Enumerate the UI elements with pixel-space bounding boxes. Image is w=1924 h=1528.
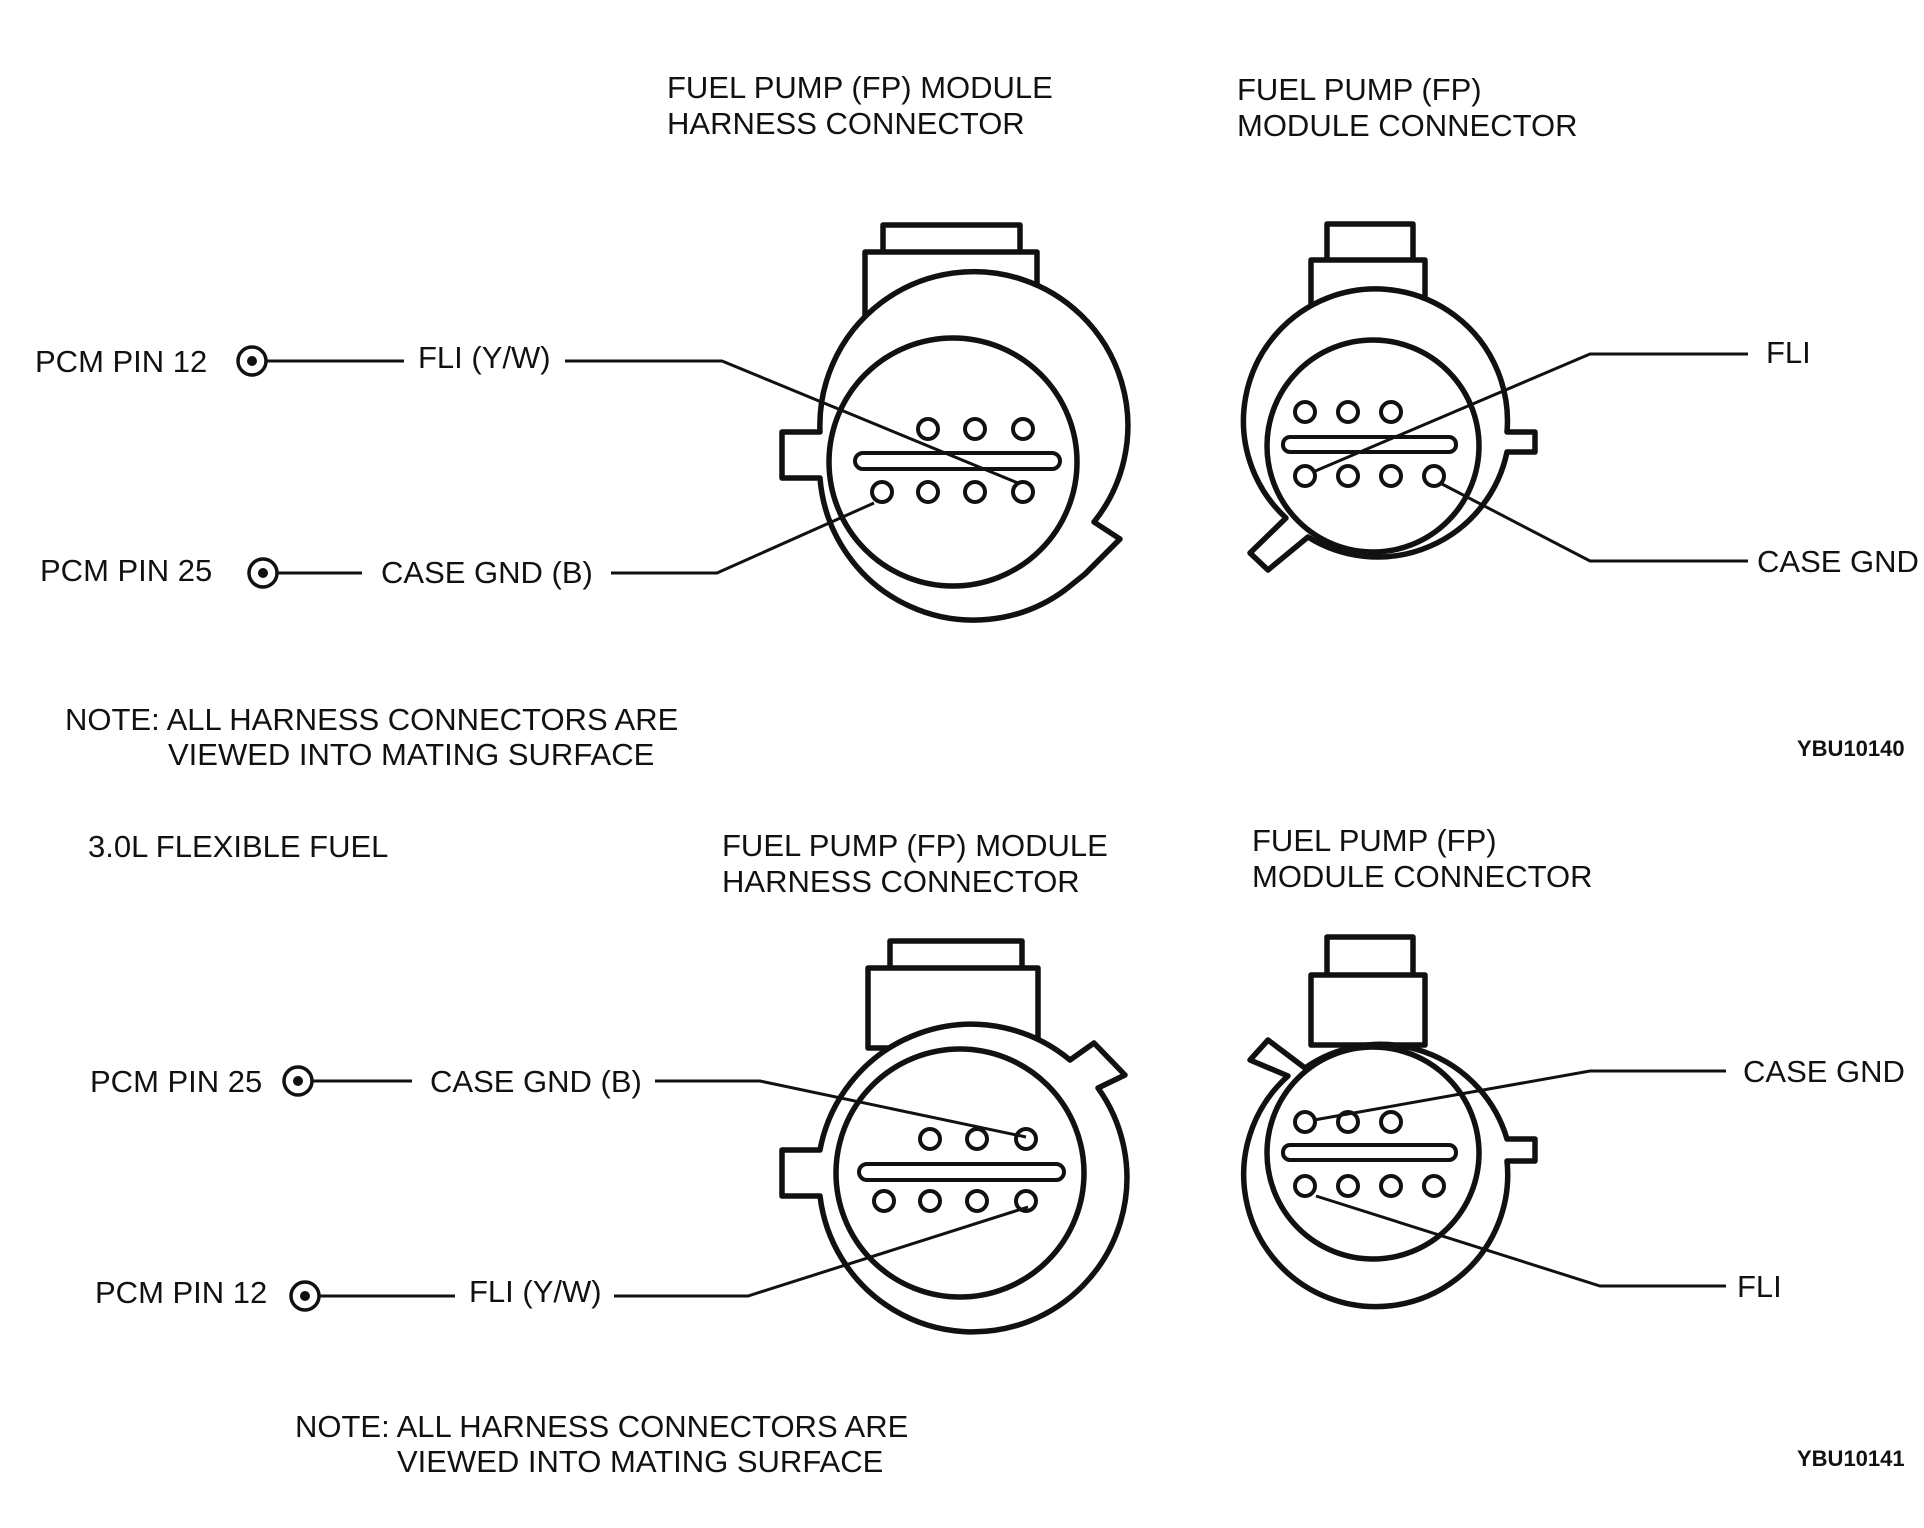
pin bbox=[963, 417, 987, 441]
panel-1-module-upper: FLI bbox=[1766, 335, 1811, 370]
pin bbox=[1011, 417, 1035, 441]
panel-1-wire-lower: CASE GND (B) bbox=[381, 555, 593, 590]
panel-2-note-line-2: VIEWED INTO MATING SURFACE bbox=[397, 1444, 883, 1479]
pin bbox=[918, 1127, 942, 1151]
pcm-terminal-center bbox=[300, 1291, 310, 1301]
panel-1-module-lower: CASE GND bbox=[1757, 544, 1919, 579]
connector-key-bar bbox=[1281, 1143, 1458, 1162]
panel-1-pcm-upper: PCM PIN 12 bbox=[35, 344, 207, 379]
pin bbox=[1336, 1110, 1360, 1134]
pin bbox=[1014, 1127, 1038, 1151]
pcm-terminal-center bbox=[293, 1076, 303, 1086]
pin bbox=[918, 1189, 942, 1213]
panel-1-harness-title-line-1: FUEL PUMP (FP) MODULE bbox=[667, 70, 1053, 105]
panel-2-module-connector bbox=[1240, 934, 1538, 1310]
panel-2-module-title-line-1: FUEL PUMP (FP) bbox=[1252, 823, 1497, 858]
connector-pins bbox=[1293, 400, 1446, 488]
panel-2-harness-title-line-2: HARNESS CONNECTOR bbox=[722, 864, 1080, 899]
pin bbox=[1293, 1110, 1317, 1134]
panel-2-module-upper: CASE GND bbox=[1743, 1054, 1905, 1089]
connector-pins bbox=[870, 417, 1035, 504]
panel-2: 3.0L FLEXIBLE FUEL FUEL PUMP (FP) MODULE… bbox=[88, 823, 1905, 1479]
panel-2-note-line-1: NOTE: ALL HARNESS CONNECTORS ARE bbox=[295, 1409, 908, 1444]
panel-1-note-line-2: VIEWED INTO MATING SURFACE bbox=[168, 737, 654, 772]
panel-1-harness-connector bbox=[779, 222, 1131, 623]
pin bbox=[1379, 464, 1403, 488]
leader-line bbox=[614, 1205, 1029, 1298]
panel-1-wire-upper: FLI (Y/W) bbox=[418, 340, 551, 375]
panel-2-harness-connector bbox=[779, 938, 1130, 1335]
panel-2-wire-upper: CASE GND (B) bbox=[430, 1064, 642, 1099]
pin bbox=[916, 417, 940, 441]
pin bbox=[1336, 464, 1360, 488]
pin bbox=[916, 480, 940, 504]
pin bbox=[965, 1189, 989, 1213]
leader-line bbox=[1312, 352, 1748, 474]
pin bbox=[1379, 1110, 1403, 1134]
pcm-terminal-center bbox=[258, 568, 268, 578]
leader-line bbox=[1441, 482, 1748, 563]
panel-1-pcm-lower: PCM PIN 25 bbox=[40, 553, 212, 588]
panel-2-pcm-upper: PCM PIN 25 bbox=[90, 1064, 262, 1099]
connector-pins bbox=[1293, 1110, 1446, 1198]
panel-2-module-lower: FLI bbox=[1737, 1269, 1782, 1304]
leader-line bbox=[611, 501, 875, 575]
pcm-terminal-center bbox=[247, 356, 257, 366]
panel-2-figure-code: YBU10141 bbox=[1797, 1446, 1905, 1471]
pin bbox=[872, 1189, 896, 1213]
pin bbox=[965, 1127, 989, 1151]
panel-1: FUEL PUMP (FP) MODULE HARNESS CONNECTOR … bbox=[35, 70, 1919, 772]
panel-2-section-title: 3.0L FLEXIBLE FUEL bbox=[88, 829, 388, 864]
pin bbox=[1336, 400, 1360, 424]
pin bbox=[1293, 464, 1317, 488]
pin bbox=[1422, 1174, 1446, 1198]
connector-key-bar bbox=[1281, 435, 1458, 454]
pin bbox=[1014, 1189, 1038, 1213]
panel-1-note-line-1: NOTE: ALL HARNESS CONNECTORS ARE bbox=[65, 702, 678, 737]
connector-key-bar bbox=[853, 451, 1062, 471]
pin bbox=[1293, 400, 1317, 424]
pin bbox=[1011, 480, 1035, 504]
panel-1-module-title-line-2: MODULE CONNECTOR bbox=[1237, 108, 1577, 143]
pin bbox=[1336, 1174, 1360, 1198]
pin bbox=[1293, 1174, 1317, 1198]
panel-1-harness-title-line-2: HARNESS CONNECTOR bbox=[667, 106, 1025, 141]
connector-key-bar bbox=[857, 1162, 1066, 1182]
panel-1-module-title-line-1: FUEL PUMP (FP) bbox=[1237, 72, 1482, 107]
pin bbox=[1379, 1174, 1403, 1198]
connector-pins bbox=[872, 1127, 1038, 1213]
leader-line bbox=[655, 1079, 1027, 1139]
panel-1-figure-code: YBU10140 bbox=[1797, 736, 1905, 761]
pin bbox=[963, 480, 987, 504]
leader-line bbox=[565, 359, 1019, 485]
connector-latch bbox=[1308, 972, 1428, 1048]
leader-line bbox=[1313, 1069, 1726, 1122]
panel-2-wire-lower: FLI (Y/W) bbox=[469, 1274, 602, 1309]
pin bbox=[870, 480, 894, 504]
pin bbox=[1379, 400, 1403, 424]
panel-2-harness-title-line-1: FUEL PUMP (FP) MODULE bbox=[722, 828, 1108, 863]
panel-2-pcm-lower: PCM PIN 12 bbox=[95, 1275, 267, 1310]
leader-line bbox=[1315, 1194, 1726, 1288]
pin bbox=[1422, 464, 1446, 488]
panel-2-module-title-line-2: MODULE CONNECTOR bbox=[1252, 859, 1592, 894]
